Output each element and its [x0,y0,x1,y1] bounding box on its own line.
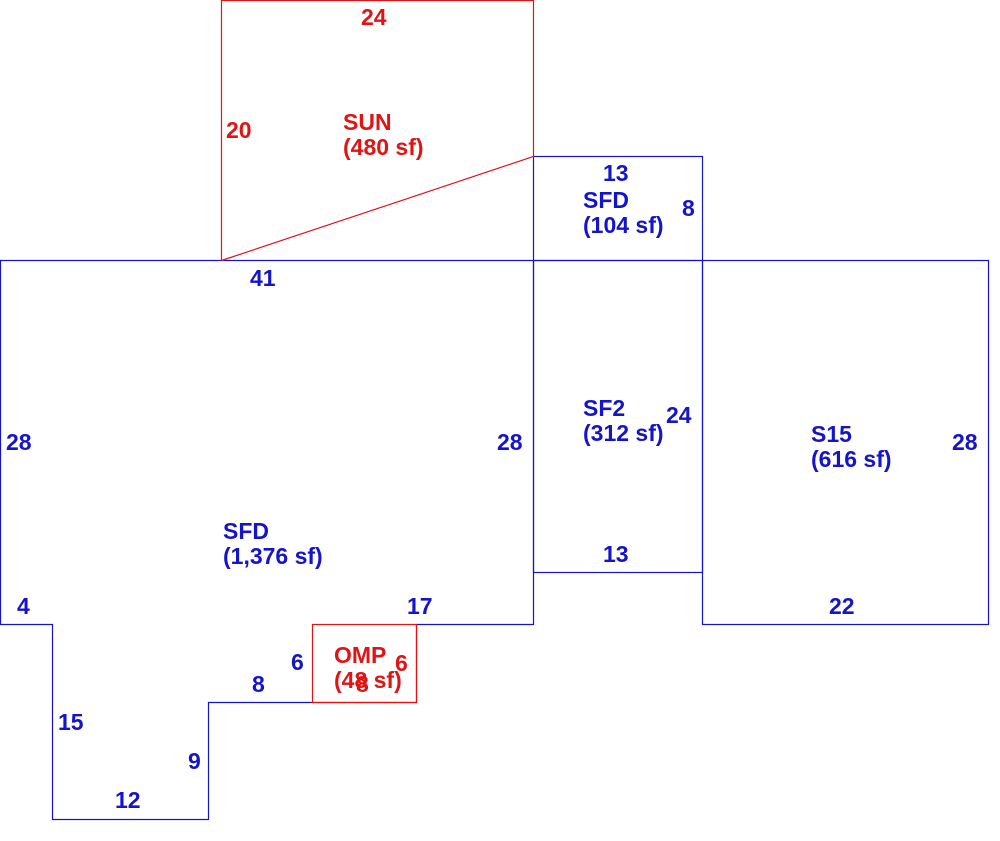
s15-code: S15 [811,421,852,447]
dim-main-top: 41 [250,265,276,291]
omp-label: OMP (48 sf) [334,642,402,693]
omp-outline [311,623,418,704]
dim-main-right: 28 [497,429,523,455]
dim-s15-bottom: 22 [829,593,855,619]
s15-area: (616 sf) [811,446,892,472]
dim-notch-6: 6 [291,649,304,675]
living-dimensions: 13 8 41 28 28 4 17 6 8 15 9 12 24 13 28 … [6,160,978,813]
dim-sf2-right: 24 [666,402,692,428]
sfd-main-label: SFD (1,376 sf) [223,518,323,569]
dim-omp-right: 6 [395,650,408,676]
sfd-small-label: SFD (104 sf) [583,187,664,238]
sf2-area: (312 sf) [583,420,664,446]
dim-sf2-bottom: 13 [603,541,629,567]
sf2-label: SF2 (312 sf) [583,395,664,446]
dim-main-left: 28 [6,429,32,455]
dim-main-left-step: 4 [17,593,30,619]
sun-outline [220,0,535,262]
dim-ext-left: 15 [58,709,84,735]
sun-code: SUN [343,109,392,135]
dim-omp-bottom: 8 [356,671,369,697]
s15-outline [701,259,990,626]
omp-code: OMP [334,642,386,668]
dim-ext-right: 9 [188,748,201,774]
dim-ext-bottom: 12 [115,787,141,813]
dim-s15-right: 28 [952,429,978,455]
dim-notch-8: 8 [252,671,265,697]
dim-sun-top: 24 [361,4,387,30]
dim-sfd-small-top: 13 [603,160,629,186]
dim-sfd-small-right: 8 [682,195,695,221]
sf2-code: SF2 [583,395,625,421]
sfd-main-code: SFD [223,518,269,544]
dim-sun-left: 20 [226,117,252,143]
sun-label: SUN (480 sf) [343,109,424,160]
sfd-small-area: (104 sf) [583,212,664,238]
dim-main-bottom-right: 17 [407,593,433,619]
omp-area: (48 sf) [334,667,402,693]
s15-label: S15 (616 sf) [811,421,892,472]
sun-dimensions: 24 20 [226,4,387,143]
omp-dimensions: 6 8 [356,650,408,697]
sfd-main-area: (1,376 sf) [223,543,323,569]
sfd-small-code: SFD [583,187,629,213]
sun-area: (480 sf) [343,134,424,160]
